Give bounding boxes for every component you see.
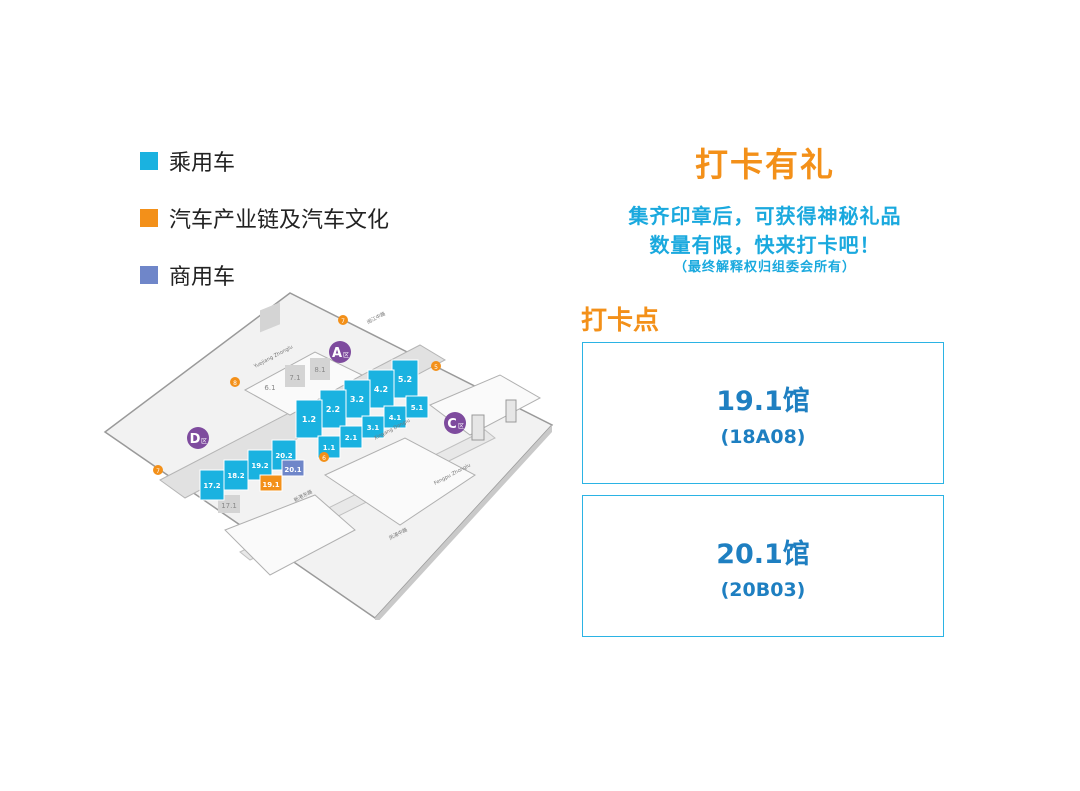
checkin-heading: 打卡点 — [581, 306, 660, 336]
city-block — [224, 494, 356, 576]
hall-inactive — [310, 358, 330, 380]
hall-label: 1.2 — [302, 415, 316, 424]
entrance-marker — [230, 377, 240, 387]
hall-passenger — [343, 379, 371, 419]
legend-label: 汽车产业链及汽车文化 — [169, 208, 390, 233]
zone-a-marker — [329, 341, 351, 363]
passenger-halls: 5.2 4.2 3.2 2.2 1.2 5.1 4.1 3.1 2.1 1.1 … — [199, 359, 429, 501]
hall-label: 1.1 — [323, 444, 336, 452]
hall-passenger — [391, 359, 419, 399]
road-label: 阅江中路 — [366, 310, 387, 326]
hall-label: 5.1 — [411, 404, 424, 412]
venue-map-svg: 6.1 7.1 8.1 17.1 5.2 4.2 3.2 2.2 1.2 5.1… — [103, 292, 554, 620]
zone-suffix: 区 — [343, 352, 349, 359]
hall-label: 19.2 — [251, 462, 268, 470]
legend-item-passenger: 乘用车 — [140, 146, 389, 176]
hall-label: 3.1 — [367, 424, 380, 432]
zone-c-marker — [444, 412, 466, 434]
hall-label: 17.2 — [203, 482, 220, 490]
legend-item-industry: 汽车产业链及汽车文化 — [140, 203, 389, 233]
promo-title: 打卡有礼 — [695, 145, 835, 184]
entrance-marker — [319, 452, 329, 462]
hall-inactive — [260, 302, 280, 333]
legend-swatch-industry — [140, 209, 158, 227]
entrance-number: 7 — [341, 318, 345, 325]
entrance-number: 8 — [233, 380, 237, 387]
hall-label: 4.1 — [389, 414, 402, 422]
zone-c-label: C — [447, 417, 457, 432]
zone-suffix: 区 — [458, 423, 464, 430]
hall-label: 20.1 — [284, 466, 301, 474]
hall-label: 18.2 — [227, 472, 244, 480]
zone-a-label: A — [332, 346, 342, 361]
hall-label: 3.2 — [350, 395, 364, 404]
map-ground-edge — [375, 425, 552, 620]
city-block — [323, 437, 476, 526]
hall-passenger — [319, 389, 347, 429]
hall-label: 20.2 — [275, 452, 292, 460]
legend-swatch-passenger — [140, 152, 158, 170]
hall-label: 2.2 — [326, 405, 340, 414]
inactive-halls: 6.1 7.1 8.1 17.1 — [218, 302, 330, 513]
legend-item-commercial: 商用车 — [140, 260, 389, 290]
promo-line-1: 集齐印章后，可获得神秘礼品 — [628, 204, 902, 228]
legend-swatch-commercial — [140, 266, 158, 284]
promo-note: （最终解释权归组委会所有） — [673, 260, 856, 275]
hall-label: 2.1 — [345, 434, 358, 442]
entrance-number: 7 — [156, 468, 160, 475]
hall-label: 7.1 — [289, 374, 300, 382]
entrance-marker — [338, 315, 348, 325]
hall-label: 5.2 — [398, 375, 412, 384]
hall-passenger — [295, 399, 323, 439]
promo-line-2: 数量有限，快来打卡吧！ — [649, 233, 881, 257]
hall-label: 8.1 — [314, 366, 325, 374]
entrance-number: 5 — [434, 364, 438, 371]
tower-building — [471, 414, 485, 441]
zone-suffix: 区 — [201, 438, 207, 445]
legend-label: 商用车 — [169, 265, 236, 290]
checkin-booth-code: (20B03) — [720, 578, 806, 601]
hall-passenger — [199, 469, 225, 501]
legend: 乘用车 汽车产业链及汽车文化 商用车 — [140, 146, 389, 317]
venue-map: 6.1 7.1 8.1 17.1 5.2 4.2 3.2 2.2 1.2 5.1… — [100, 290, 560, 620]
checkin-booth-code: (18A08) — [720, 425, 806, 448]
hall-label: 17.1 — [221, 502, 237, 510]
entrance-number: 6 — [322, 455, 326, 462]
tower-building — [505, 399, 517, 423]
hall-label: 6.1 — [264, 384, 275, 392]
zone-d-marker — [187, 427, 209, 449]
legend-label: 乘用车 — [169, 151, 236, 176]
zone-d-label: D — [190, 432, 201, 447]
checkin-point-card: 19.1馆 (18A08) — [582, 342, 944, 484]
hall-label: 19.1 — [262, 481, 279, 489]
hall-commercial — [281, 459, 305, 477]
hall-industry — [259, 474, 283, 492]
hall-inactive — [285, 365, 305, 387]
checkin-hall-name: 20.1馆 — [716, 538, 810, 570]
entrance-marker — [153, 465, 163, 475]
entrance-marker — [431, 361, 441, 371]
checkin-hall-name: 19.1馆 — [716, 385, 810, 417]
checkin-point-card: 20.1馆 (20B03) — [582, 495, 944, 637]
hall-label: 4.2 — [374, 385, 388, 394]
